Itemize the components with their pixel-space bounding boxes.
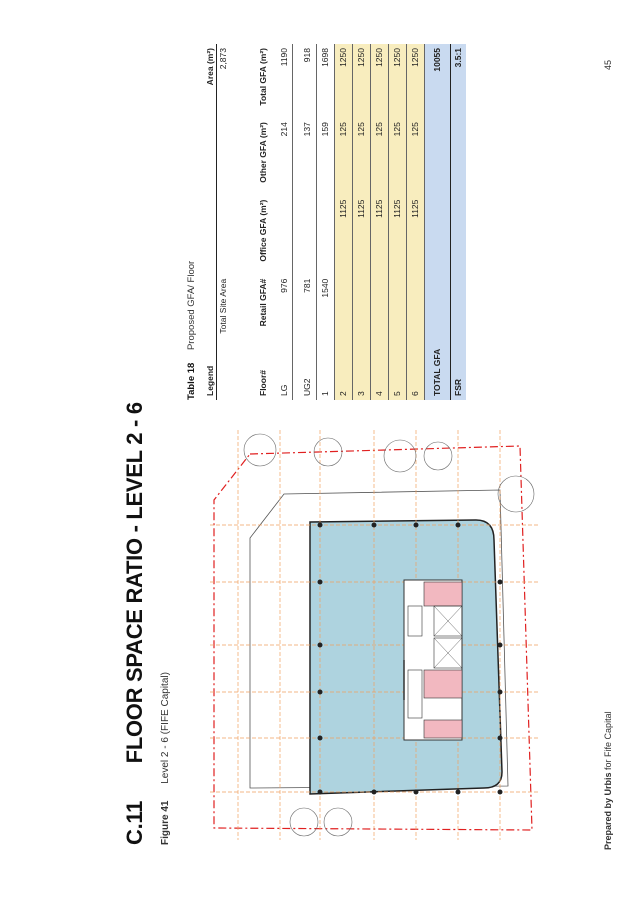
building-core xyxy=(403,579,463,741)
cell-office: 1125 xyxy=(388,195,406,275)
cell-office xyxy=(298,195,316,275)
section-heading: C.11 FLOOR SPACE RATIO - LEVEL 2 - 6 xyxy=(122,402,148,845)
total-value: 10055 xyxy=(424,44,450,119)
tree-symbols xyxy=(243,433,535,837)
cell-total: 1250 xyxy=(334,44,352,119)
table-row: 1 1540 159 1698 xyxy=(316,44,334,400)
gfa-table: Legend Area (m²) Total Site Area 2,873 F… xyxy=(204,44,466,400)
header-total: Total GFA (m²) xyxy=(258,48,268,106)
cell-other: 125 xyxy=(406,118,424,196)
cell-other: 159 xyxy=(316,118,334,196)
table-row: 3 1125 125 1250 xyxy=(352,44,370,400)
page-footer: Prepared by Urbis for Fife Capital xyxy=(603,711,613,850)
table-caption: Table 18 Proposed GFA/ Floor xyxy=(186,261,197,400)
cell-retail: 1540 xyxy=(316,274,334,338)
table-row: LG 976 214 1190 xyxy=(275,44,293,400)
legend-label: Legend xyxy=(204,118,217,400)
header-other: Other GFA (m²) xyxy=(258,122,268,183)
floor-plan-drawing xyxy=(210,430,540,840)
table-row: 6 1125 125 1250 xyxy=(406,44,424,400)
section-number: C.11 xyxy=(122,800,147,845)
cell-total: 1250 xyxy=(352,44,370,119)
cell-floor: 4 xyxy=(370,337,388,400)
cell-total: 1250 xyxy=(370,44,388,119)
cell-total: 1250 xyxy=(388,44,406,119)
header-floor: Floor# xyxy=(258,370,268,396)
page-number: 45 xyxy=(603,59,613,70)
area-header: Area (m²) xyxy=(204,44,217,119)
cell-office: 1125 xyxy=(406,195,424,275)
figure-caption-text: Level 2 - 6 (FIFE Capital) xyxy=(160,672,171,784)
cell-retail xyxy=(406,274,424,338)
cell-office xyxy=(316,195,334,275)
total-label: TOTAL GFA xyxy=(424,337,450,400)
cell-total: 1250 xyxy=(406,44,424,119)
cell-retail xyxy=(370,274,388,338)
site-area-row: Total Site Area 2,873 xyxy=(217,44,230,400)
cell-other: 125 xyxy=(334,118,352,196)
cell-floor: 5 xyxy=(388,337,406,400)
cell-floor: 3 xyxy=(352,337,370,400)
cell-office xyxy=(275,195,293,275)
total-row: TOTAL GFA 10055 xyxy=(424,44,450,400)
cell-retail xyxy=(334,274,352,338)
site-area-label: Total Site Area xyxy=(218,278,228,334)
section-title: FLOOR SPACE RATIO - LEVEL 2 - 6 xyxy=(122,402,147,764)
site-boundary xyxy=(213,445,533,831)
footer-for: for Fife Capital xyxy=(603,711,613,770)
cell-floor: 6 xyxy=(406,337,424,400)
cell-office: 1125 xyxy=(352,195,370,275)
table-row: 5 1125 125 1250 xyxy=(388,44,406,400)
cell-retail: 976 xyxy=(275,274,293,338)
cell-floor: LG xyxy=(275,337,293,400)
table-row: 2 1125 125 1250 xyxy=(334,44,352,400)
table-caption-text: Proposed GFA/ Floor xyxy=(186,260,197,351)
site-area-value: 2,873 xyxy=(218,48,228,70)
table-row: 4 1125 125 1250 xyxy=(370,44,388,400)
cell-floor: UG2 xyxy=(298,337,316,400)
cell-total: 1190 xyxy=(275,44,293,119)
table-row: UG2 781 137 918 xyxy=(298,44,316,400)
cell-office: 1125 xyxy=(334,195,352,275)
cell-retail xyxy=(352,274,370,338)
cell-floor: 1 xyxy=(316,337,334,400)
fsr-value: 3.5:1 xyxy=(450,44,466,119)
cell-other: 125 xyxy=(352,118,370,196)
cell-total: 918 xyxy=(298,44,316,119)
header-office: Office GFA (m²) xyxy=(258,199,268,262)
header-row: Floor# Retail GFA# Office GFA (m²) Other… xyxy=(229,44,269,400)
cell-other: 137 xyxy=(298,118,316,196)
footer-prepared: Prepared by Urbis xyxy=(603,772,613,850)
figure-caption: Figure 41 Level 2 - 6 (FIFE Capital) xyxy=(160,672,171,845)
cell-total: 1698 xyxy=(316,44,334,119)
structural-columns xyxy=(317,522,503,795)
fsr-row: FSR 3.5:1 xyxy=(450,44,466,400)
cell-office: 1125 xyxy=(370,195,388,275)
figure-label: Figure 41 xyxy=(160,800,171,845)
cell-other: 214 xyxy=(275,118,293,196)
cell-retail xyxy=(388,274,406,338)
gfa-table-block: Table 18 Proposed GFA/ Floor Legend Area… xyxy=(186,44,468,400)
cell-other: 125 xyxy=(370,118,388,196)
fsr-label: FSR xyxy=(450,337,466,400)
table-label: Table 18 xyxy=(186,362,197,400)
legend-row: Legend Area (m²) xyxy=(204,44,217,400)
cell-floor: 2 xyxy=(334,337,352,400)
cell-retail: 781 xyxy=(298,274,316,338)
cell-other: 125 xyxy=(388,118,406,196)
header-retail: Retail GFA# xyxy=(258,278,268,327)
